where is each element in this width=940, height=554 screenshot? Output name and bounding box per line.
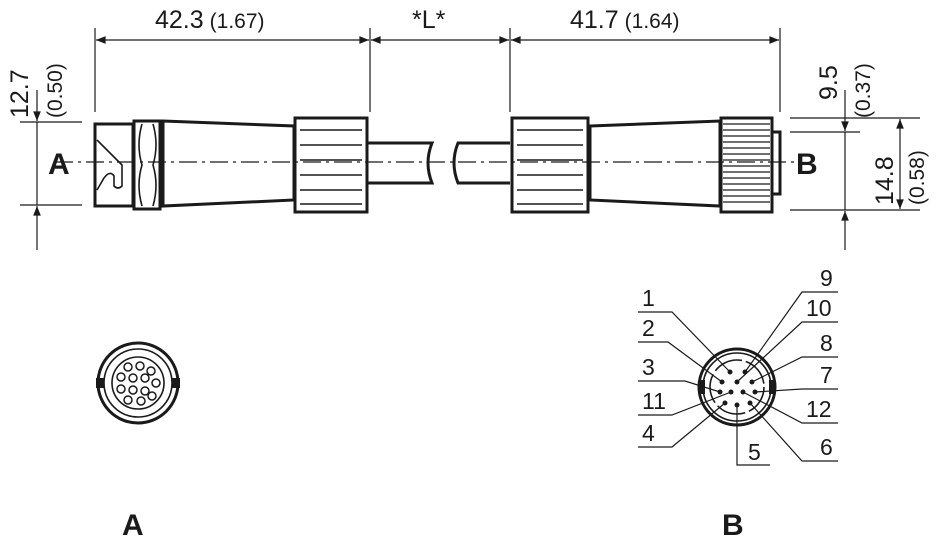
right-diameter: 14.8 bbox=[871, 156, 899, 205]
pin-label-3: 3 bbox=[642, 354, 655, 380]
pin-label-4: 4 bbox=[642, 420, 655, 446]
svg-text:41.7(1.64): 41.7 (1.64) bbox=[570, 6, 680, 34]
pin-label-2: 2 bbox=[642, 315, 655, 341]
left-diameter-dimension: 12.7 (0.50) bbox=[6, 63, 82, 250]
pin-label-12: 12 bbox=[806, 396, 832, 422]
pin-label-10: 10 bbox=[806, 295, 832, 321]
end-a-label: A bbox=[48, 148, 70, 181]
right-diameter-inches: (0.58) bbox=[906, 150, 929, 205]
left-diameter-inches: (0.50) bbox=[44, 63, 67, 118]
left-length-inches: (1.67) bbox=[210, 10, 265, 33]
right-dimensions: 9.5 (0.37) 14.8 (0.58) bbox=[790, 63, 929, 250]
pin-label-11: 11 bbox=[642, 388, 666, 414]
view-b-label: B bbox=[722, 509, 744, 542]
left-length: 42.3 bbox=[155, 6, 204, 34]
right-offset-inches: (0.37) bbox=[852, 63, 875, 118]
top-dimensions: 42.3 (1.67) *L* 41.7 (1.64) bbox=[94, 6, 781, 112]
pin-label-9: 9 bbox=[820, 265, 833, 291]
pin-label-5: 5 bbox=[748, 439, 761, 465]
cable-length: *L* bbox=[412, 6, 446, 34]
pin-label-7: 7 bbox=[820, 362, 833, 388]
connector-b-side-view bbox=[452, 116, 782, 214]
view-a-label: A bbox=[122, 509, 144, 542]
right-offset: 9.5 bbox=[815, 65, 843, 100]
pin-label-8: 8 bbox=[820, 330, 833, 356]
left-diameter: 12.7 bbox=[6, 69, 34, 118]
right-length-inches: (1.64) bbox=[625, 10, 680, 33]
end-b-label: B bbox=[796, 148, 818, 181]
connector-a-face-view bbox=[96, 341, 180, 425]
connector-b-face-view: 1 2 3 11 4 9 10 8 7 12 6 5 bbox=[638, 265, 838, 466]
pin-label-1: 1 bbox=[642, 285, 655, 311]
connector-a-side-view bbox=[93, 116, 435, 214]
svg-text:42.3(1.67): 42.3 (1.67) bbox=[155, 6, 265, 34]
right-length: 41.7 bbox=[570, 6, 619, 34]
pin-label-6: 6 bbox=[820, 434, 833, 460]
